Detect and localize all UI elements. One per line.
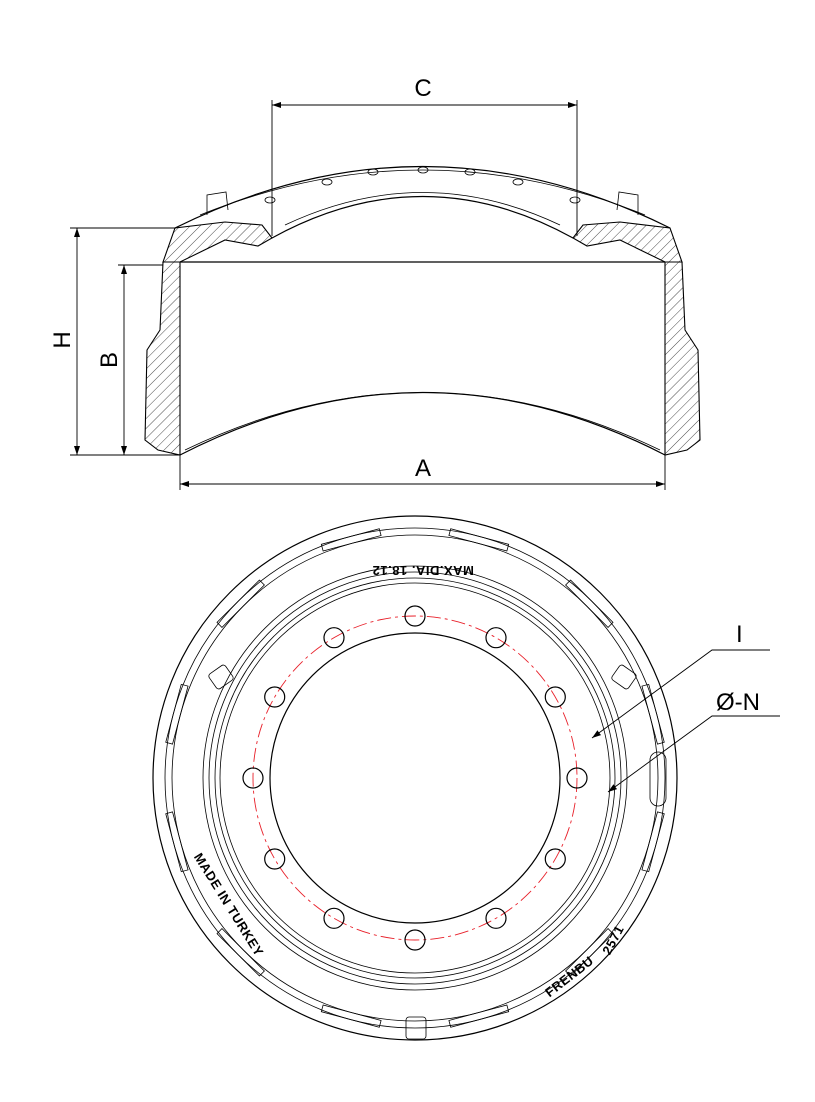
bolt-hole bbox=[264, 848, 286, 870]
bolt-circle bbox=[252, 615, 578, 941]
rim-pad bbox=[641, 811, 665, 873]
bolt-hole bbox=[566, 767, 588, 789]
top-view: MAX.DIA. 18.12 MADE IN TURKEY FRENBU 257… bbox=[152, 515, 780, 1041]
bolt-hole bbox=[544, 686, 566, 708]
max-dia-stamp: MAX.DIA. 18.12 bbox=[372, 563, 474, 578]
bore-arc bbox=[271, 196, 574, 239]
lug-bottom bbox=[405, 1016, 427, 1040]
callout-i-label: I bbox=[736, 621, 743, 648]
rim-pad bbox=[320, 528, 382, 552]
rim-pads bbox=[165, 528, 665, 1028]
flange-holes bbox=[264, 166, 581, 204]
brand-stamp: FRENBU bbox=[542, 953, 596, 1000]
bolt-hole bbox=[404, 929, 426, 951]
balance-slot bbox=[649, 751, 667, 807]
rim-pad bbox=[165, 811, 189, 873]
side-view: C H B A bbox=[49, 75, 701, 490]
rim-pad bbox=[448, 528, 510, 552]
center-bore bbox=[269, 632, 561, 924]
callout-n-leader bbox=[607, 715, 780, 793]
dim-b-label: B bbox=[96, 352, 123, 368]
rim-pad bbox=[565, 928, 614, 977]
bolt-hole bbox=[323, 627, 345, 649]
dim-c-label: C bbox=[414, 75, 431, 102]
right-lug bbox=[616, 191, 639, 215]
left-wall-section bbox=[144, 261, 181, 456]
bolt-hole bbox=[242, 767, 264, 789]
rim-pad bbox=[641, 683, 665, 745]
bolt-hole bbox=[264, 686, 286, 708]
part-number-stamp: 2571 bbox=[599, 923, 627, 957]
right-wall-section bbox=[664, 261, 701, 456]
bolt-hole bbox=[404, 605, 426, 627]
dim-h-label: H bbox=[49, 331, 76, 348]
outer-rim bbox=[152, 515, 678, 1041]
bolt-hole bbox=[485, 627, 507, 649]
rim-pad bbox=[165, 683, 189, 745]
open-end-arc bbox=[179, 392, 666, 456]
rim-pad bbox=[320, 1004, 382, 1028]
callout-i-leader bbox=[591, 649, 770, 739]
bolt-holes bbox=[242, 605, 588, 951]
callout-n-label: Ø-N bbox=[716, 689, 760, 716]
bolt-hole bbox=[544, 848, 566, 870]
right-flange-section bbox=[572, 221, 683, 263]
dim-a-label: A bbox=[415, 455, 431, 482]
bolt-hole bbox=[323, 907, 345, 929]
rim-pad bbox=[565, 579, 614, 628]
left-flange-section bbox=[162, 221, 273, 263]
lug-right bbox=[611, 664, 637, 690]
left-lug bbox=[206, 191, 229, 215]
rim-pad bbox=[448, 1004, 510, 1028]
lug-left bbox=[208, 664, 234, 690]
rim-pad bbox=[216, 579, 265, 628]
bolt-hole bbox=[485, 907, 507, 929]
rim-pad bbox=[216, 928, 265, 977]
